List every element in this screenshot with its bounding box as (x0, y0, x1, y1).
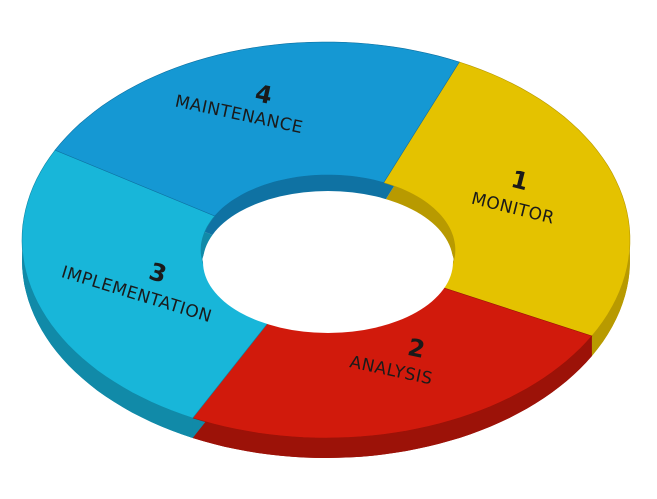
center-hole (203, 191, 453, 333)
ring-tops (21, 41, 631, 439)
segment-number: 4 (253, 79, 275, 110)
segment-number: 2 (405, 333, 427, 364)
segment-2-side (192, 336, 592, 458)
segment-number: 1 (508, 165, 531, 196)
segment-4 (54, 41, 460, 217)
